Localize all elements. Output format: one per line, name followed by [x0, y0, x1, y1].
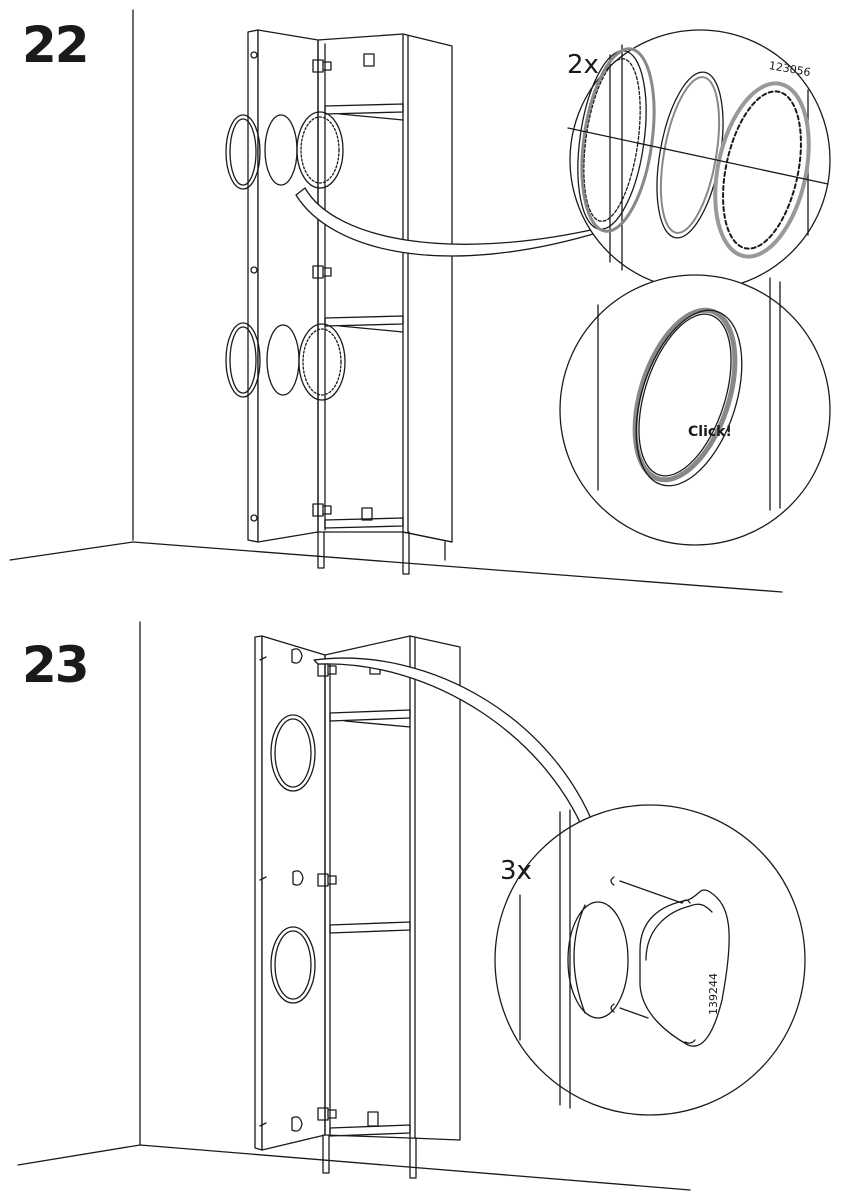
step22-room — [9, 9, 783, 593]
step23-cabinet — [254, 635, 461, 1179]
quantity-label-step22: 2x — [567, 50, 599, 80]
step22-detail-circle-bottom — [559, 274, 831, 546]
step23-room — [17, 621, 691, 1191]
step22-door-rings-lower — [225, 322, 346, 401]
quantity-label-step23: 3x — [500, 856, 532, 886]
step22-cabinet — [247, 29, 453, 575]
step-number-22: 22 — [22, 16, 90, 74]
step-number-23: 23 — [22, 636, 90, 694]
step23-detail-circle — [494, 804, 806, 1116]
click-callout: Click! — [688, 424, 732, 440]
step22-door-rings-upper — [225, 111, 344, 190]
step22-detail-circle-top — [567, 29, 831, 291]
step22-callout-swoosh — [295, 187, 601, 257]
part-number-step23: 139244 — [707, 973, 720, 1015]
step23-callout-swoosh — [313, 657, 601, 847]
